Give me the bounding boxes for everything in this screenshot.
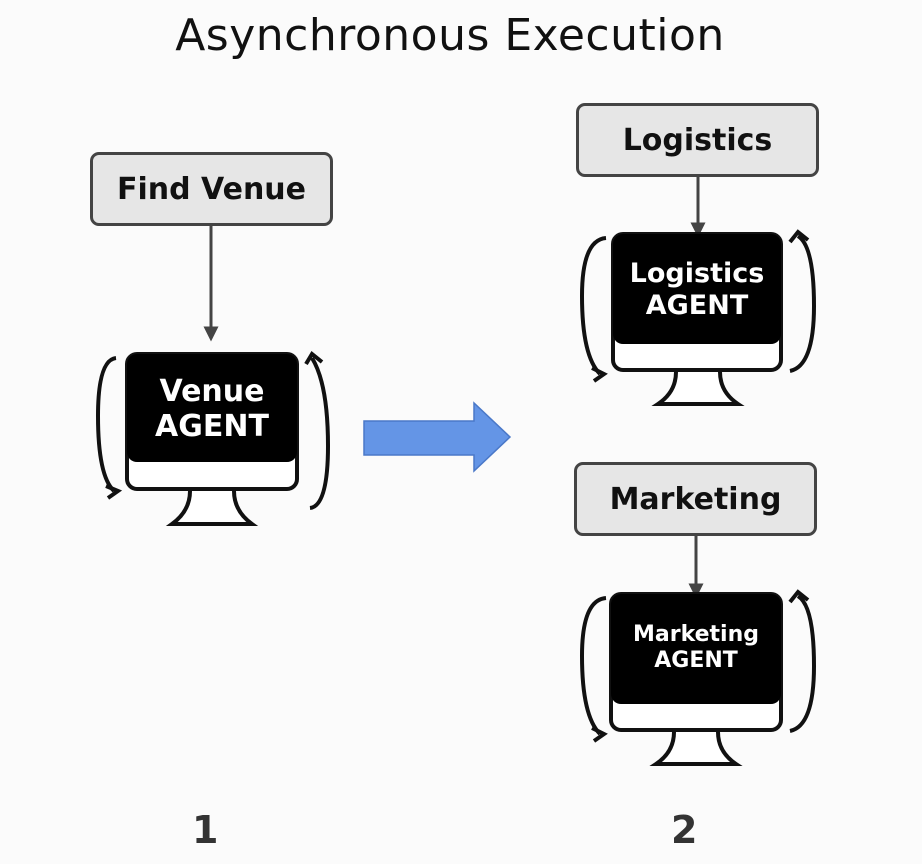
task-marketing: Marketing — [574, 462, 817, 536]
logistics-agent-label: AGENT — [645, 290, 749, 321]
venue-agent-label: AGENT — [155, 409, 269, 444]
marketing-agent-name: Marketing — [632, 622, 760, 648]
logistics-agent-name: Logistics — [629, 258, 765, 290]
task-find-venue: Find Venue — [90, 152, 333, 226]
task-logistics: Logistics — [576, 103, 819, 177]
transition-arrow — [363, 401, 512, 473]
marketing-agent: Marketing AGENT — [576, 586, 818, 768]
diagram-title: Asynchronous Execution — [175, 10, 725, 61]
step-label-2: 2 — [671, 808, 698, 852]
monitor-icon — [95, 351, 331, 526]
step-label-1: 1 — [192, 808, 219, 852]
monitor-icon — [579, 589, 817, 766]
venue-agent: Venue AGENT — [92, 346, 334, 528]
logistics-agent: Logistics AGENT — [576, 226, 818, 408]
monitor-icon — [579, 229, 817, 406]
marketing-agent-label: AGENT — [654, 648, 738, 673]
venue-agent-name: Venue — [159, 373, 265, 409]
